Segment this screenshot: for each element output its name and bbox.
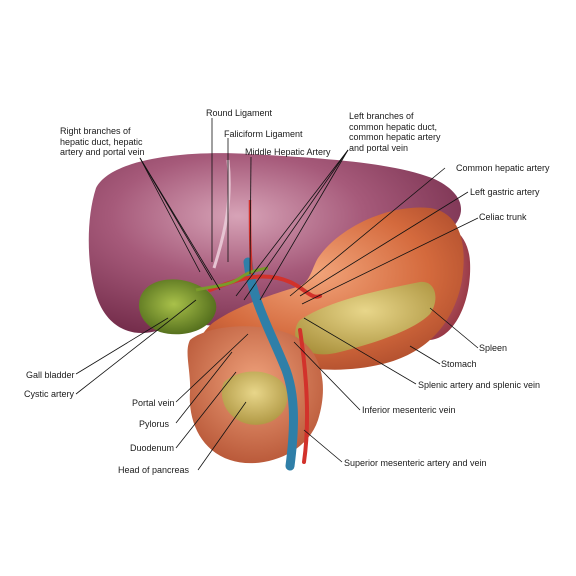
label-right-branches: Right branches of hepatic duct, hepatic … bbox=[60, 126, 145, 157]
portal-vein bbox=[243, 257, 298, 471]
hepatic-duct bbox=[195, 266, 269, 292]
label-round-ligament: Round Ligament bbox=[206, 108, 273, 118]
label-left-gastric-artery: Left gastric artery bbox=[470, 187, 540, 197]
label-portal-vein: Portal vein bbox=[132, 398, 175, 408]
label-celiac-trunk: Celiac trunk bbox=[479, 212, 527, 222]
label-middle-hepatic-artery: Middle Hepatic Artery bbox=[245, 147, 331, 157]
label-inferior-mesenteric-vein: Inferior mesenteric vein bbox=[362, 405, 456, 415]
falciform-ligament bbox=[212, 159, 231, 269]
label-gall-bladder: Gall bladder bbox=[26, 370, 75, 380]
label-duodenum: Duodenum bbox=[130, 443, 175, 453]
label-splenic-artery-vein: Splenic artery and splenic vein bbox=[418, 380, 541, 390]
label-cystic-artery: Cystic artery bbox=[24, 389, 75, 399]
pancreas bbox=[295, 281, 436, 355]
label-falciform-ligament: Faliciform Ligament bbox=[224, 129, 303, 139]
gall-bladder bbox=[138, 279, 217, 335]
label-stomach: Stomach bbox=[441, 359, 477, 369]
label-common-hepatic-artery: Common hepatic artery bbox=[456, 163, 550, 173]
label-head-of-pancreas: Head of pancreas bbox=[118, 465, 190, 475]
label-spleen: Spleen bbox=[479, 343, 508, 353]
superior-mesenteric-artery bbox=[298, 328, 309, 464]
label-left-branches: Left branches of common hepatic duct, co… bbox=[349, 111, 441, 153]
leader-lines bbox=[75, 118, 479, 471]
head-of-pancreas bbox=[221, 371, 288, 425]
label-superior-mesenteric: Superior mesenteric artery and vein bbox=[344, 458, 487, 468]
label-pylorus: Pylorus bbox=[139, 419, 170, 429]
